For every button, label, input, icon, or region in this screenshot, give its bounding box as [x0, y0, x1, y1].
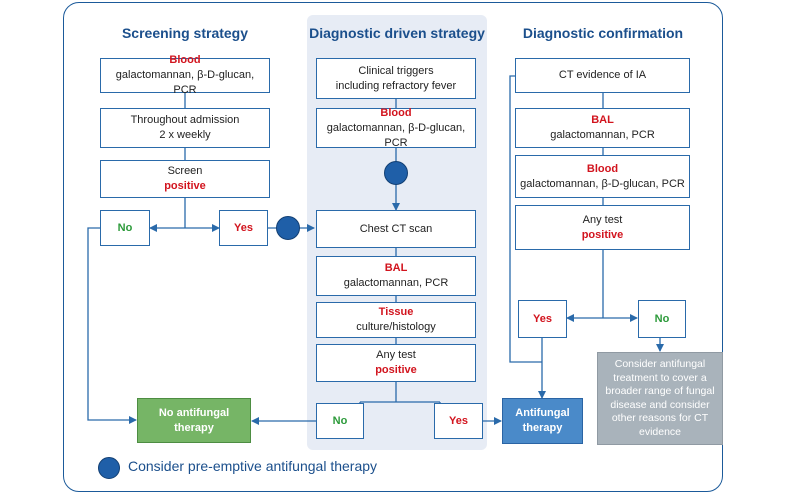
consider-broader-treatment-box: Consider antifungal treatment to cover a… [597, 352, 723, 445]
screening-screen-label: Screen [167, 165, 203, 177]
screening-screen-positive: positive [164, 180, 206, 192]
diag-triggers-line2: including refractory fever [335, 79, 457, 92]
diag-tissue-title: Tissue [378, 306, 414, 318]
diag-bal-tests: galactomannan, PCR [343, 277, 449, 289]
diag-no-box: No [316, 403, 364, 439]
legend-dot [98, 457, 120, 479]
screening-yes-box: Yes [219, 210, 268, 246]
conf-bal-box: BAL galactomannan, PCR [515, 108, 690, 148]
therapy-line1: Antifungal [515, 407, 570, 419]
screening-admission-line2: 2 x weekly [159, 129, 211, 141]
screening-blood-box: Blood galactomannan, β-D-glucan, PCR [100, 54, 270, 96]
conf-ct-evidence-label: CT evidence of IA [558, 69, 647, 81]
no-antifungal-therapy-box: No antifungal therapy [137, 398, 251, 443]
diag-bal-box: BAL galactomannan, PCR [316, 256, 476, 296]
diag-no-label: No [332, 414, 348, 427]
conf-yes-box: Yes [518, 300, 567, 338]
diag-triggers-line1: Clinical triggers [358, 64, 434, 77]
conf-blood-box: Blood galactomannan, β-D-glucan, PCR [515, 155, 690, 198]
diag-anytest-positive: positive [375, 364, 417, 376]
diag-anytest-label: Any test [376, 349, 416, 361]
preemptive-dot-screening [276, 216, 300, 240]
diagram-frame [63, 2, 723, 492]
diag-bal-title: BAL [384, 262, 408, 274]
screening-admission-box: Throughout admission 2 x weekly [100, 108, 270, 148]
conf-ct-evidence-box: CT evidence of IA [515, 58, 690, 93]
legend-text: Consider pre-emptive antifungal therapy [128, 458, 378, 474]
diag-ct-label: Chest CT scan [359, 222, 433, 235]
diag-triggers-box: Clinical triggers including refractory f… [316, 58, 476, 99]
consider-text: Consider antifungal treatment to cover a… [605, 358, 715, 438]
diag-blood-title: Blood [380, 106, 412, 119]
conf-blood-tests: galactomannan, β-D-glucan, PCR [520, 177, 685, 190]
diag-ct-box: Chest CT scan [316, 210, 476, 248]
conf-bal-title: BAL [591, 114, 614, 126]
conf-anytest-positive: positive [581, 228, 624, 241]
conf-blood-title: Blood [586, 162, 619, 175]
screening-no-box: No [100, 210, 150, 246]
conf-anytest-box: Any test positive [515, 205, 690, 250]
screening-admission-line1: Throughout admission [130, 114, 240, 126]
conf-anytest-label: Any test [582, 213, 623, 226]
screening-screen-box: Screen positive [100, 160, 270, 198]
conf-no-box: No [638, 300, 686, 338]
diag-yes-box: Yes [434, 403, 483, 439]
screening-no-label: No [117, 221, 133, 234]
diag-blood-box: Blood galactomannan, β-D-glucan, PCR [316, 106, 476, 149]
heading-diagnostic: Diagnostic driven strategy [309, 25, 485, 41]
screening-blood-tests: galactomannan, β-D-glucan, PCR [115, 69, 255, 96]
diag-tissue-tests: culture/histology [356, 321, 436, 333]
diag-tissue-box: Tissue culture/histology [316, 302, 476, 338]
arrow-no-to-no-therapy [87, 227, 137, 424]
conf-bal-tests: galactomannan, PCR [550, 129, 655, 141]
diag-yes-label: Yes [449, 414, 468, 427]
no-therapy-line1: No antifungal [158, 406, 230, 419]
diag-blood-tests: galactomannan, β-D-glucan, PCR [326, 121, 466, 149]
no-therapy-line2: therapy [174, 421, 214, 434]
conf-no-label: No [654, 312, 670, 325]
diag-anytest-box: Any test positive [316, 344, 476, 382]
screening-blood-title: Blood [169, 54, 201, 66]
connector-ct-evidence-bypass [509, 75, 542, 363]
antifungal-therapy-box: Antifungal therapy [502, 398, 583, 444]
heading-screening: Screening strategy [121, 25, 249, 41]
screening-yes-label: Yes [234, 221, 253, 234]
preemptive-dot-diagnostic [384, 161, 408, 185]
conf-yes-label: Yes [533, 312, 552, 325]
therapy-line2: therapy [522, 422, 563, 434]
heading-confirmation: Diagnostic confirmation [522, 25, 684, 41]
